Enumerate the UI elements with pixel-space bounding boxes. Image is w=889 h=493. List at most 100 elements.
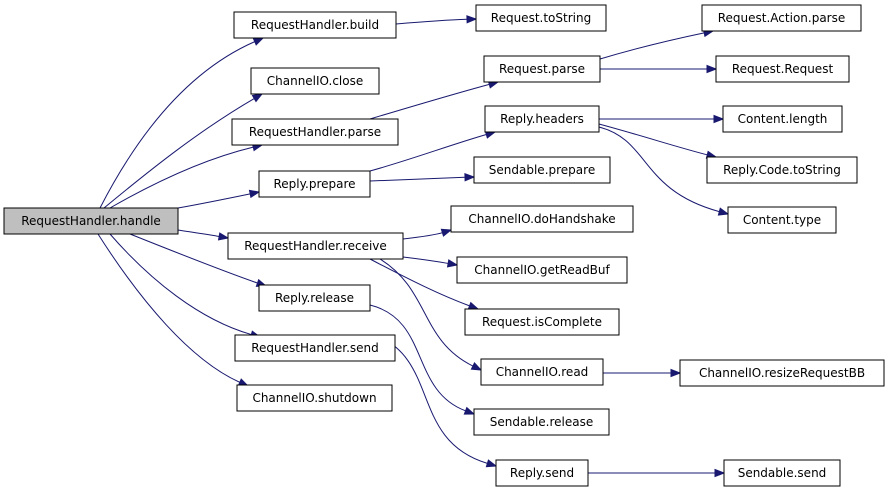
node-box <box>233 11 397 39</box>
node-content-type[interactable]: Content.type <box>727 206 837 234</box>
arrow-head-icon <box>446 259 459 268</box>
node-box <box>473 408 610 436</box>
edge-line <box>177 193 251 209</box>
edge-rh-receive-to-cio-read <box>379 258 483 371</box>
node-label: ChannelIO.shutdown <box>252 391 376 405</box>
arrow-head-icon <box>463 406 476 415</box>
node-label: Reply.send <box>510 466 574 480</box>
nodes-layer: RequestHandler.handle RequestHandler.buil… <box>3 4 885 487</box>
node-reply-code-tostring[interactable]: Reply.Code.toString <box>706 156 858 184</box>
node-label: Sendable.release <box>490 415 593 429</box>
node-label: ChannelIO.resizeRequestBB <box>699 366 865 380</box>
arrow-head-icon <box>464 173 476 182</box>
node-request-request[interactable]: Request.Request <box>715 55 850 83</box>
node-channelio-shutdown[interactable]: ChannelIO.shutdown <box>236 384 393 412</box>
edge-line <box>598 123 708 156</box>
node-channelio-dohandshake[interactable]: ChannelIO.doHandshake <box>450 205 634 233</box>
node-label: RequestHandler.receive <box>244 239 387 253</box>
node-sendable-prepare[interactable]: Sendable.prepare <box>473 156 611 184</box>
edge-reply-headers-to-content-type <box>598 126 730 216</box>
edge-line <box>379 258 474 367</box>
node-label: Reply.headers <box>500 112 584 126</box>
node-box <box>495 459 589 487</box>
node-label: Request.Action.parse <box>718 11 846 25</box>
edge-line <box>402 232 443 240</box>
node-channelio-resizerequestbb[interactable]: ChannelIO.resizeRequestBB <box>679 359 885 387</box>
edge-req-parse-to-req-action-parse <box>599 28 715 60</box>
node-label: Reply.Code.toString <box>723 163 841 177</box>
edge-line <box>109 233 252 336</box>
node-label: RequestHandler.send <box>251 341 379 355</box>
node-box <box>715 55 850 83</box>
node-box <box>706 156 858 184</box>
node-box <box>480 358 604 386</box>
node-label: ChannelIO.doHandshake <box>468 212 615 226</box>
node-label: Request.toString <box>491 11 591 25</box>
arrow-head-icon <box>706 64 718 74</box>
edge-line <box>369 83 490 120</box>
node-label: RequestHandler.parse <box>249 125 381 139</box>
node-requesthandler-send[interactable]: RequestHandler.send <box>234 334 396 362</box>
arrow-head-icon <box>217 232 230 241</box>
edge-rh-receive-to-req-iscomplete <box>369 258 480 310</box>
node-label: Request.Request <box>732 62 834 76</box>
edge-line <box>369 258 470 307</box>
node-request-iscomplete[interactable]: Request.isComplete <box>464 308 620 336</box>
edge-reply-release-to-send-release <box>369 304 476 415</box>
arrow-head-icon <box>470 362 483 371</box>
node-channelio-read[interactable]: ChannelIO.read <box>480 358 604 386</box>
node-box <box>3 207 179 235</box>
node-sendable-release[interactable]: Sendable.release <box>473 408 610 436</box>
node-reply-prepare[interactable]: Reply.prepare <box>258 170 371 198</box>
edge-line <box>103 98 255 209</box>
edge-line <box>598 126 720 213</box>
node-box <box>236 384 393 412</box>
node-requesthandler-receive[interactable]: RequestHandler.receive <box>227 232 404 260</box>
node-label: ChannelIO.getReadBuf <box>474 263 610 277</box>
arrow-head-icon <box>713 114 725 124</box>
node-box <box>483 55 601 83</box>
node-label: Sendable.send <box>738 466 827 480</box>
arrow-head-icon <box>251 93 264 103</box>
edge-rh-handle-to-cio-shutdown <box>97 233 250 387</box>
node-reply-headers[interactable]: Reply.headers <box>484 105 600 133</box>
node-requesthandler-parse[interactable]: RequestHandler.parse <box>231 118 399 146</box>
node-box <box>258 170 371 198</box>
node-content-length[interactable]: Content.length <box>722 105 843 133</box>
edge-cio-read-to-cio-resize <box>603 368 682 378</box>
node-box <box>450 205 634 233</box>
node-box <box>475 4 607 32</box>
node-requesthandler-build[interactable]: RequestHandler.build <box>233 11 397 39</box>
node-box <box>234 334 396 362</box>
edge-line <box>177 229 220 237</box>
node-box <box>464 308 620 336</box>
node-reply-release[interactable]: Reply.release <box>258 284 371 312</box>
edge-line <box>402 256 449 264</box>
node-reply-send[interactable]: Reply.send <box>495 459 589 487</box>
node-box <box>250 67 380 95</box>
node-box <box>679 359 885 387</box>
node-box <box>484 105 600 133</box>
node-box <box>231 118 399 146</box>
node-label: ChannelIO.close <box>267 74 364 88</box>
edge-line <box>599 32 705 60</box>
arrow-head-icon <box>714 468 726 478</box>
node-label: Reply.release <box>275 291 354 305</box>
node-label: RequestHandler.build <box>251 18 379 32</box>
node-request-parse[interactable]: Request.parse <box>483 55 601 83</box>
node-request-action-parse[interactable]: Request.Action.parse <box>701 4 862 32</box>
node-sendable-send[interactable]: Sendable.send <box>723 459 841 487</box>
edge-rh-receive-to-cio-handshake <box>402 228 453 240</box>
node-box <box>473 156 611 184</box>
arrow-head-icon <box>252 37 265 46</box>
node-channelio-getreadbuf[interactable]: ChannelIO.getReadBuf <box>456 256 628 284</box>
node-channelio-close[interactable]: ChannelIO.close <box>250 67 380 95</box>
edge-reply-headers-to-reply-code-tostring <box>598 123 718 159</box>
edge-line <box>129 233 258 284</box>
arrow-head-icon <box>467 301 480 310</box>
node-label: Content.type <box>743 213 821 227</box>
node-label: Content.length <box>738 112 828 126</box>
node-request-tostring[interactable]: Request.toString <box>475 4 607 32</box>
edges-layer <box>97 15 730 478</box>
node-requesthandler-handle[interactable]: RequestHandler.handle <box>3 207 179 235</box>
